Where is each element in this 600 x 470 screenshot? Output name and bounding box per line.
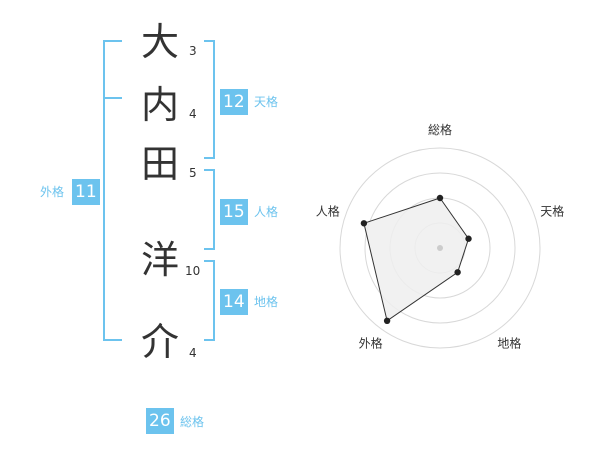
radar-polygon [363, 197, 470, 322]
radar-point-2 [465, 235, 472, 242]
radar-point-1 [436, 194, 444, 202]
stroke-count-2: 4 [189, 107, 197, 121]
jinkaku-label: 人格 [254, 205, 279, 219]
name-char-1: 大 [140, 20, 179, 64]
radar-point-4 [383, 317, 391, 325]
name-char-5: 介 [140, 320, 179, 364]
radar-axis-label-4: 外格 [359, 335, 383, 350]
jinkaku-bracket [204, 169, 215, 250]
gaikaku-bracket [103, 40, 122, 341]
jinkaku-value: 15 [220, 199, 248, 225]
gaikaku-value: 11 [72, 179, 100, 205]
radar-axis-label-2: 天格 [540, 204, 564, 219]
chikaku-bracket [204, 260, 215, 341]
tenkaku-bracket [204, 40, 215, 159]
soukaku-label: 総格 [180, 415, 205, 429]
stroke-count-4: 10 [185, 264, 201, 278]
name-char-3: 田 [140, 142, 179, 186]
tenkaku-value: 12 [220, 89, 248, 115]
radar-axis-label-1: 総格 [428, 122, 452, 137]
stroke-count-3: 5 [189, 166, 197, 180]
name-char-4: 洋 [140, 238, 179, 282]
stroke-count-1: 3 [189, 44, 197, 58]
soukaku-value: 26 [146, 408, 174, 434]
radar-ring-4 [339, 147, 541, 349]
name-char-2: 内 [140, 83, 179, 127]
gaikaku-label: 外格 [40, 185, 65, 199]
chikaku-value: 14 [220, 289, 248, 315]
radar-axis-label-3: 地格 [497, 335, 521, 350]
radar-ring-3 [364, 172, 516, 324]
radar-axis-label-5: 人格 [316, 204, 340, 219]
stroke-count-5: 4 [189, 346, 197, 360]
radar-point-3 [454, 269, 461, 276]
radar-center-dot [437, 245, 443, 251]
tenkaku-label: 天格 [254, 95, 279, 109]
chikaku-label: 地格 [254, 295, 279, 309]
radar-point-5 [360, 220, 368, 227]
